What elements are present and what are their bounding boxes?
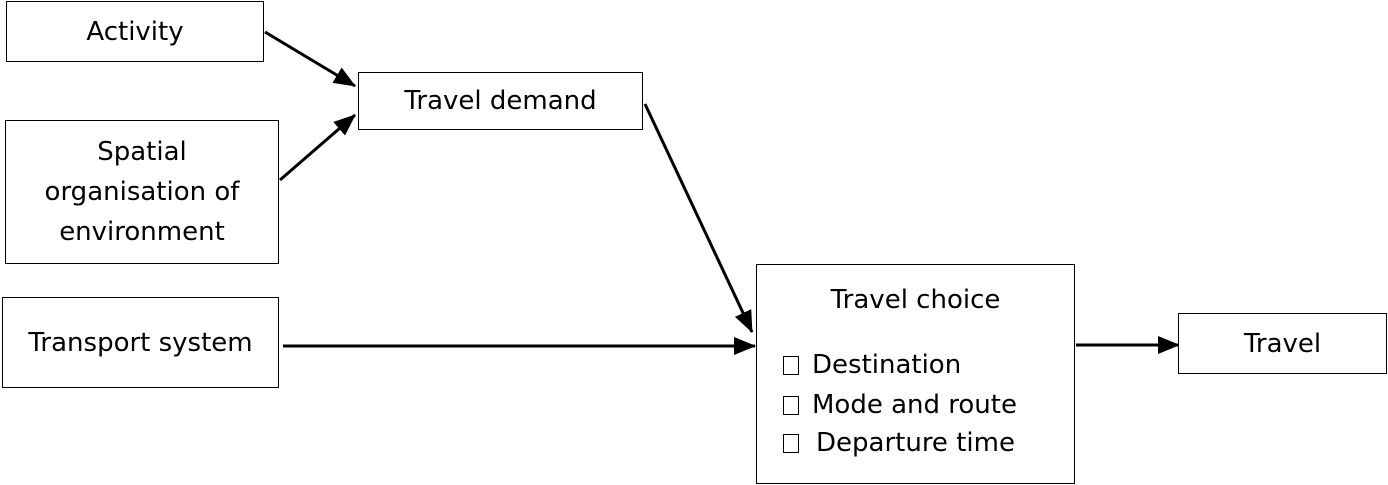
node-spatial-label-line-2: organisation of bbox=[44, 177, 240, 207]
arrow-travel-demand-to-travel-choice bbox=[643, 103, 754, 333]
node-travel-demand-label: Travel demand bbox=[404, 86, 597, 116]
node-spatial-label-line-3: environment bbox=[59, 217, 225, 247]
list-item: Departure time bbox=[783, 423, 1015, 463]
node-travel-demand: Travel demand bbox=[358, 72, 643, 130]
node-spatial-organisation: Spatial organisation of environment bbox=[5, 120, 279, 264]
list-item: Destination bbox=[783, 345, 961, 385]
list-item: Mode and route bbox=[783, 385, 1017, 425]
node-transport-system: Transport system bbox=[2, 297, 279, 388]
node-transport-system-label: Transport system bbox=[28, 327, 253, 358]
checkbox-icon bbox=[783, 355, 799, 375]
node-travel: Travel bbox=[1178, 313, 1387, 374]
node-travel-label: Travel bbox=[1243, 328, 1322, 359]
list-item-label: Mode and route bbox=[812, 390, 1017, 420]
list-item-label: Destination bbox=[812, 350, 962, 380]
list-item-label: Departure time bbox=[816, 428, 1015, 458]
checkbox-icon bbox=[783, 395, 799, 415]
node-spatial-label-line-1: Spatial bbox=[97, 137, 187, 167]
arrow-activity-to-travel-demand bbox=[264, 30, 356, 88]
node-activity-label: Activity bbox=[86, 16, 184, 47]
node-activity: Activity bbox=[6, 1, 264, 62]
checkbox-icon bbox=[783, 433, 799, 453]
arrow-spatial-to-travel-demand bbox=[279, 113, 356, 182]
node-travel-choice: Travel choice Destination Mode and route… bbox=[756, 264, 1075, 484]
node-travel-choice-title: Travel choice bbox=[830, 285, 1001, 315]
